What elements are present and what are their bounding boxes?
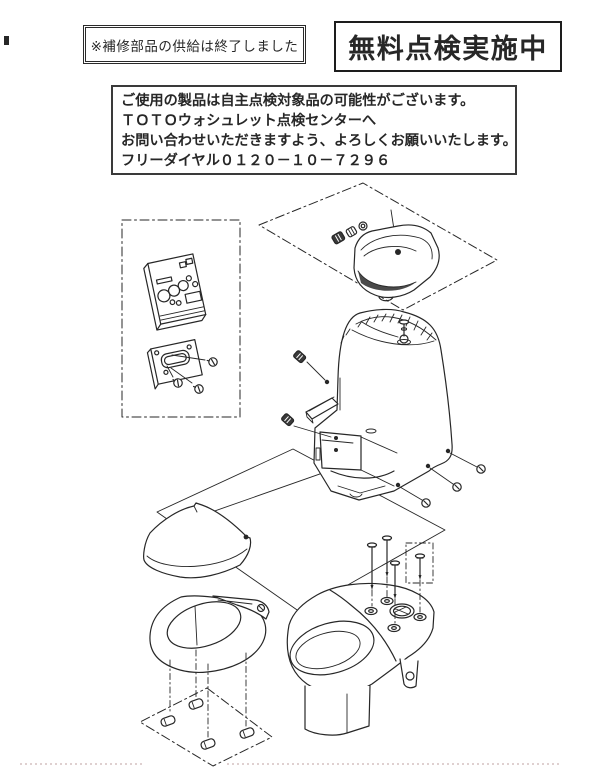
- bolt-2: [381, 535, 393, 598]
- tank-lid-assembly: [331, 209, 440, 302]
- notice-box: ※補修部品の供給は終了しました: [83, 25, 306, 64]
- seat-feet-section: [139, 649, 273, 767]
- toilet-bowl: [286, 582, 435, 736]
- side-plate: [305, 396, 339, 424]
- seat-rubber-feet: [160, 698, 255, 750]
- spray-arm-housing: [315, 428, 398, 498]
- bolt-4: [414, 553, 426, 613]
- info-line-4: フリーダイヤル０１２０－１０－７２９６: [121, 153, 391, 169]
- tank-hole: [395, 249, 401, 255]
- notice-text: ※補修部品の供給は終了しました: [90, 38, 299, 55]
- banner-box: 無料点検実施中: [334, 21, 562, 72]
- info-line-3: お問い合わせいただきますよう、よろしくお願いいたします。: [121, 133, 517, 149]
- remote-mounting-plate: [146, 339, 218, 394]
- bolt-1: [366, 542, 378, 607]
- remote-section-frame: [121, 219, 241, 418]
- fill-valve: [361, 319, 411, 345]
- bolt-3: [389, 560, 401, 624]
- remote-control: [143, 253, 207, 331]
- seat-ring: [149, 595, 270, 673]
- info-line-2: ＴＯＴＯウォシュレット点検センターへ: [121, 113, 377, 129]
- seat-lid: [143, 502, 252, 579]
- banner-text: 無料点検実施中: [348, 34, 548, 65]
- closet-bolts: [366, 535, 434, 624]
- mounting-screws: [166, 354, 218, 394]
- main-unit-body: [305, 308, 453, 501]
- tank-section-frame: [258, 182, 498, 311]
- info-line-1: ご使用の製品は自主点検対象品の可能性がございます。: [121, 93, 475, 109]
- spud-flange: [399, 658, 419, 689]
- bolt-frame: [405, 542, 434, 584]
- bolt-washers: [364, 596, 427, 633]
- spud-ring: [389, 603, 415, 619]
- fixing-screws: [281, 350, 486, 508]
- feet-section-frame: [139, 687, 273, 767]
- info-box: ご使用の製品は自主点検対象品の可能性がございます。 ＴＯＴＯウォシュレット点検セ…: [111, 85, 517, 175]
- tank-fittings: [331, 221, 368, 245]
- scan-artifact-speck: [4, 36, 9, 45]
